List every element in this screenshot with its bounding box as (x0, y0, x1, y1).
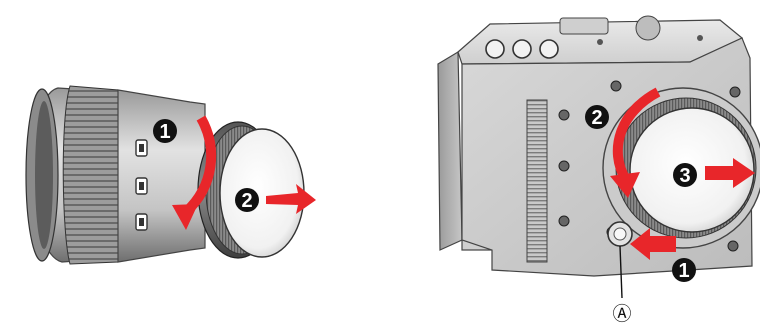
lens-step-2-label: 2 (241, 190, 252, 212)
camera-hotshoe (560, 18, 608, 34)
camera-port-2 (513, 40, 531, 58)
lens-step-2-badge: 2 (235, 188, 259, 212)
camera-left-side (438, 52, 462, 250)
lens-illustration: 1 2 (26, 86, 316, 264)
lens-step-1-label: 1 (159, 121, 170, 143)
lens-zoom-ring (63, 86, 118, 264)
camera-port-1 (486, 40, 504, 58)
lens-body-section (118, 90, 205, 262)
camera-port-3 (540, 40, 558, 58)
lens-step-1-badge: 1 (153, 119, 177, 143)
camera-vent-strip (527, 100, 547, 262)
body-step-3-badge: 3 (673, 163, 697, 187)
lens-rear-cap (220, 129, 304, 257)
body-step-1-label: 1 (678, 260, 689, 282)
body-step-1-badge: 1 (672, 258, 696, 282)
callout-a-label: Ⓐ (612, 303, 631, 325)
body-step-3-label: 3 (679, 165, 690, 187)
camera-top-dial (636, 16, 660, 40)
camera-body-illustration: 2 3 1 Ⓐ (438, 16, 760, 325)
body-step-2-label: 2 (591, 107, 602, 129)
body-step-2-badge: 2 (585, 105, 609, 129)
